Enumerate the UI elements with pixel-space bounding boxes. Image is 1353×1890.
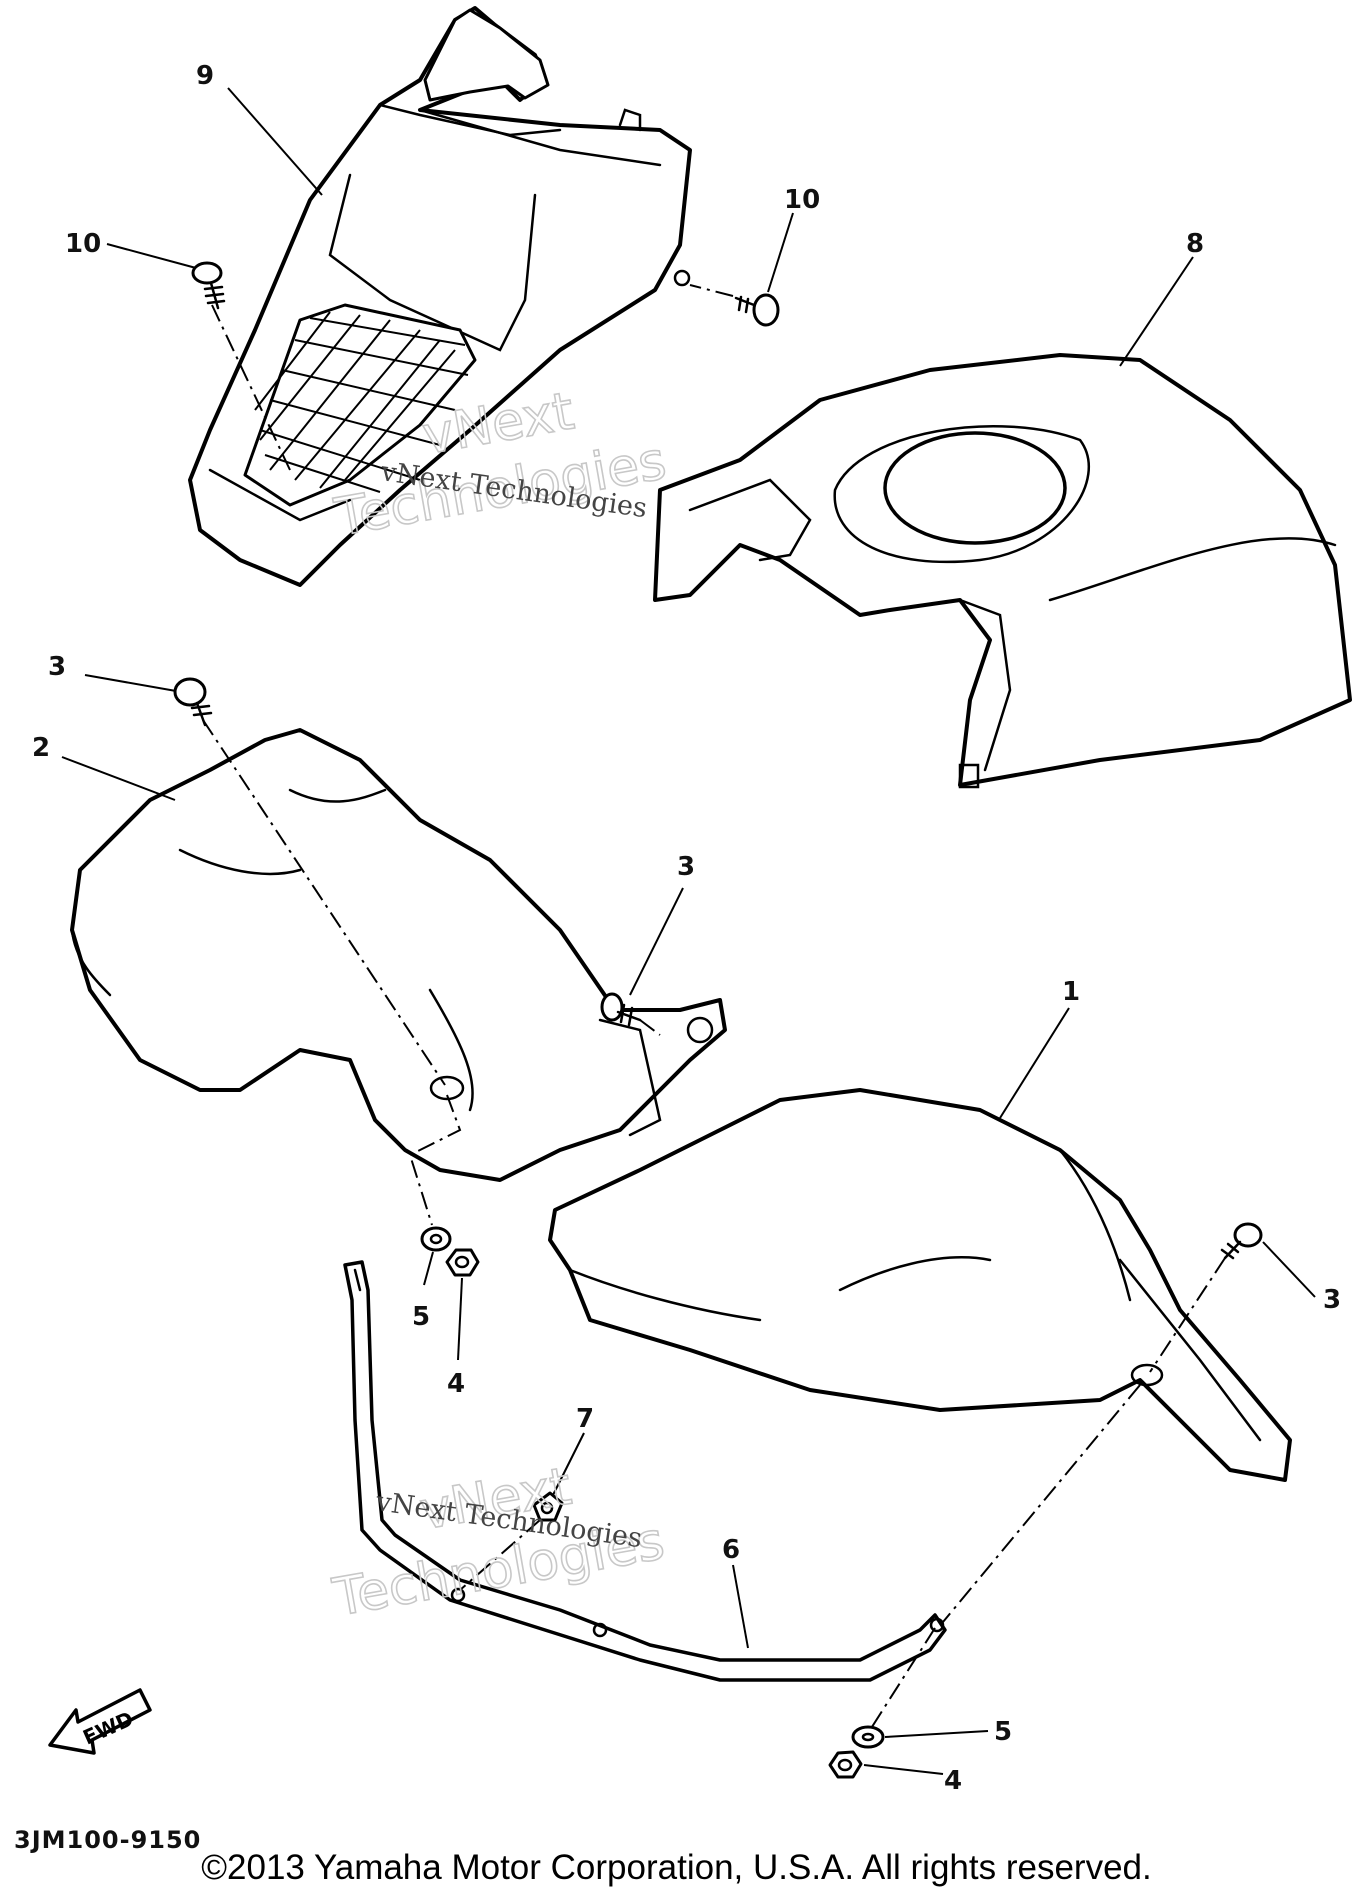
assembly-lines xyxy=(202,284,1226,1731)
callout-2: 2 xyxy=(32,733,50,763)
bolt-3-right xyxy=(1220,1222,1263,1260)
callout-9: 9 xyxy=(196,61,214,91)
callout-6: 6 xyxy=(722,1535,740,1565)
callout-10-right: 10 xyxy=(784,185,820,215)
part-2-front-fender xyxy=(70,728,727,1182)
washer-5-left xyxy=(420,1226,452,1252)
part-8-tank-cover xyxy=(653,353,1352,789)
bolt-10-left xyxy=(191,261,226,310)
callout-4-left: 4 xyxy=(447,1369,465,1399)
grille-mesh xyxy=(254,311,469,493)
callout-3-right: 3 xyxy=(1323,1285,1341,1315)
callout-3-top: 3 xyxy=(48,652,66,682)
callout-10-left: 10 xyxy=(65,229,101,259)
grommet-7 xyxy=(532,1491,564,1522)
part-9-front-cover xyxy=(188,6,692,587)
callout-7: 7 xyxy=(576,1404,594,1434)
callout-5-left: 5 xyxy=(412,1302,430,1332)
copyright-notice: ©2013 Yamaha Motor Corporation, U.S.A. A… xyxy=(201,1848,1152,1887)
bolt-3-top xyxy=(173,677,213,727)
nut-4-right xyxy=(828,1750,863,1779)
bolt-3-middle xyxy=(600,992,642,1027)
leader-lines xyxy=(61,87,1316,1775)
callout-5-right: 5 xyxy=(994,1717,1012,1747)
callout-3-middle: 3 xyxy=(677,852,695,882)
callout-1: 1 xyxy=(1062,977,1080,1007)
nut-4-left xyxy=(445,1248,480,1277)
callouts: 9 10 10 8 3 2 3 1 3 5 4 7 6 5 4 xyxy=(32,61,1341,1796)
washer-5-right xyxy=(851,1725,885,1749)
bolt-10-right xyxy=(734,293,780,327)
part-1-rear-fender xyxy=(548,1088,1292,1482)
callout-8: 8 xyxy=(1186,229,1204,259)
fwd-arrow-icon: FWD xyxy=(48,1688,152,1755)
part-6-stay xyxy=(343,1260,947,1682)
callout-4-right: 4 xyxy=(944,1766,962,1796)
diagram-code: 3JM100-9150 xyxy=(14,1826,202,1854)
